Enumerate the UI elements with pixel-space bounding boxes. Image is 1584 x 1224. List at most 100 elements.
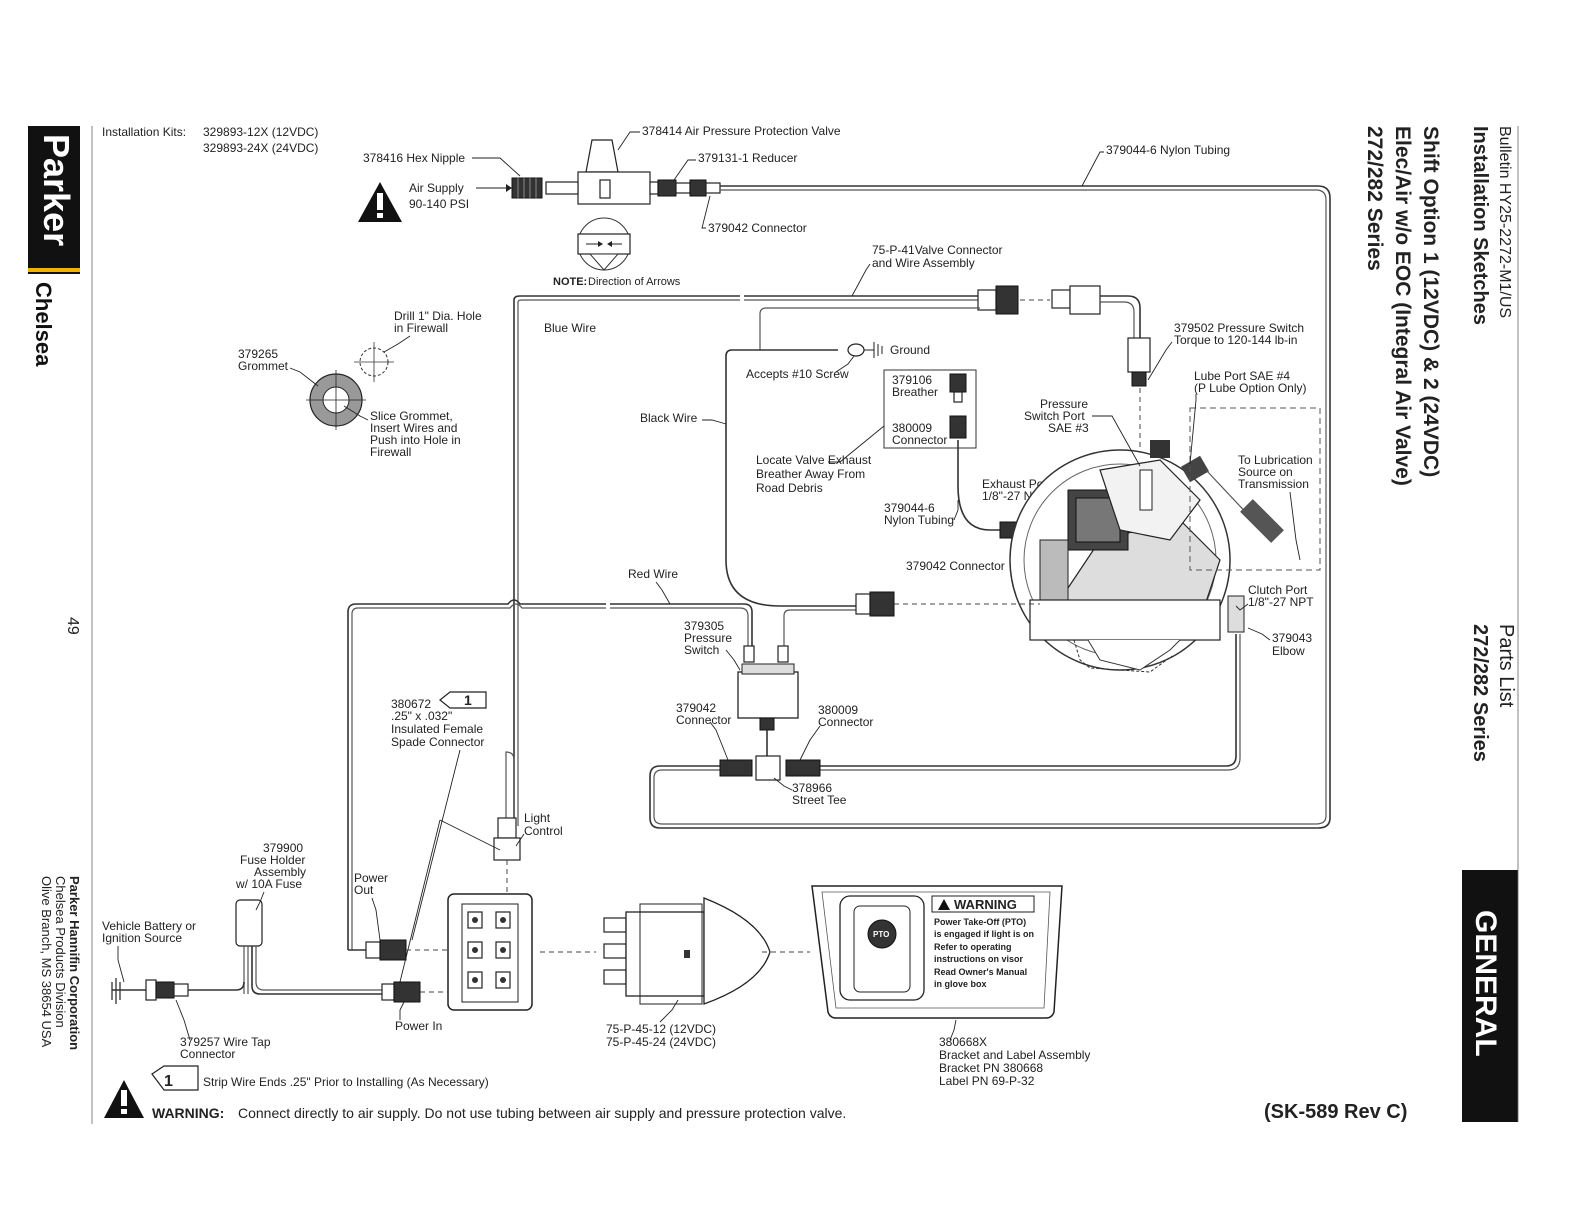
pto-unit: [1009, 440, 1284, 673]
bulletin: Bulletin HY25-2272-M1/US: [1496, 126, 1513, 318]
logo-text: Parker: [36, 134, 77, 246]
slice-label2: Insert Wires and: [370, 421, 457, 435]
breather-box: [883, 369, 977, 449]
ps379305-label1: 379305: [684, 619, 724, 633]
light-label1: Light: [524, 811, 551, 825]
kits-label: Installation Kits:: [102, 125, 186, 139]
connector-380009-low-label1: 380009: [818, 703, 858, 717]
valve-connector-plug: [977, 285, 1141, 338]
battery-terminal: [111, 978, 146, 1004]
connector-380009-label1: 380009: [892, 421, 932, 435]
power-out-connector: [348, 939, 458, 961]
kit-12v: 329893-12X (12VDC): [203, 125, 318, 139]
footer-warning-bold: WARNING:: [152, 1105, 224, 1121]
street-tee: [755, 755, 781, 781]
ps379305-label3: Switch: [684, 643, 719, 657]
parts-series: 272/282 Series: [1469, 624, 1491, 762]
ground-terminal: [847, 342, 883, 358]
valve-connector-label2: and Wire Assembly: [872, 256, 975, 270]
red-wire: [347, 599, 753, 950]
ground-label: Ground: [890, 343, 930, 357]
warning-triangle-bottom: [104, 1080, 144, 1118]
clutch-tubing: [820, 634, 1237, 767]
strip-tag-number: 1: [164, 1073, 173, 1090]
ps-port-label3: SAE #3: [1048, 421, 1089, 435]
power-out-label1: Power: [354, 871, 388, 885]
connector-380009-low-label2: Connector: [818, 715, 873, 729]
rocker-switch-side: [603, 897, 771, 1005]
footer-warning-text: Connect directly to air supply. Do not u…: [238, 1105, 846, 1121]
battery-label1: Vehicle Battery or: [102, 919, 196, 933]
blue-wire-label: Blue Wire: [544, 321, 596, 335]
elbow-label1: 379043: [1272, 631, 1312, 645]
rocker-switch-back: [447, 893, 533, 1011]
pressure-switch-379305: [737, 645, 799, 756]
bracket-label1: 380668X: [939, 1035, 987, 1049]
exhaust-tubing: [957, 485, 1000, 531]
title-line2: Elec/Air w/o EOC (Integral Air Valve): [1391, 126, 1414, 486]
drill-label1: Drill 1" Dia. Hole: [394, 309, 482, 323]
note-label: NOTE:: [553, 276, 587, 288]
bracket-label4: Label PN 69-P-32: [939, 1074, 1035, 1088]
switch-label1: 75-P-45-12 (12VDC): [606, 1022, 716, 1036]
connector-379042-low-label2: Connector: [676, 713, 731, 727]
fuse-label2: Fuse Holder: [240, 853, 305, 867]
warning-line4: instructions on visor: [934, 954, 1024, 964]
ps379502-label1: 379502 Pressure Switch: [1174, 321, 1304, 335]
nylon-mid-label1: 379044-6: [884, 501, 935, 515]
valve-connector-label1: 75-P-41Valve Connector: [872, 243, 1003, 257]
corp-address-line: Olive Branch, MS 38654 USA: [39, 876, 54, 1048]
fuse-label4: w/ 10A Fuse: [235, 877, 302, 891]
breather-part: [949, 373, 967, 486]
corp-division: Chelsea Products Division: [53, 876, 68, 1028]
parts-list: Parts List: [1495, 624, 1517, 708]
spade-label1: 380672: [391, 697, 431, 711]
tee-label1: 378966: [792, 781, 832, 795]
warning-triangle-top: [358, 182, 402, 222]
title-line3: 272/282 Series: [1363, 126, 1386, 271]
clutch-port-label1: Clutch Port: [1248, 583, 1308, 597]
grommet-label1: 379265: [238, 347, 278, 361]
strip-callout-tag: [151, 1065, 199, 1091]
connector-mid-label: 379042 Connector: [906, 559, 1005, 573]
switch-label2: 75-P-45-24 (24VDC): [606, 1035, 716, 1049]
breather-label2: Breather: [892, 385, 938, 399]
nylon-tubing-top-label: 379044-6 Nylon Tubing: [1106, 143, 1230, 157]
right-header: Bulletin HY25-2272-M1/US Installation Sk…: [1363, 126, 1519, 1122]
kit-24v: 329893-24X (24VDC): [203, 141, 318, 155]
general-tab-text: GENERAL: [1469, 910, 1502, 1057]
warning-label-title: WARNING: [954, 897, 1017, 912]
connector-380009-low: [785, 759, 821, 777]
red-wire-label: Red Wire: [628, 567, 678, 581]
light-label2: Control: [524, 824, 563, 838]
parker-logo: Parker Chelsea: [28, 126, 80, 367]
connector-379042-low-label1: 379042: [676, 701, 716, 715]
connector-379042-low: [719, 759, 753, 777]
slice-label3: Push into Hole in: [370, 433, 461, 447]
note-text: Direction of Arrows: [588, 276, 681, 288]
firewall-hole: [354, 342, 394, 382]
screw-label: Accepts #10 Screw: [746, 367, 849, 381]
wire-tap-connector: [145, 979, 245, 1001]
reducer-label: 379131-1 Reducer: [698, 151, 797, 165]
black-wire-label: Black Wire: [640, 411, 698, 425]
power-in-connector: [381, 981, 458, 1003]
pto-button-text: PTO: [873, 930, 889, 939]
power-out-label2: Out: [354, 883, 374, 897]
connector-top-label: 379042 Connector: [708, 221, 807, 235]
air-supply-label: Air Supply: [409, 181, 464, 195]
warning-label: [931, 895, 1035, 913]
warning-line5: Read Owner's Manual: [934, 967, 1027, 977]
lube-label1: Lube Port SAE #4: [1194, 369, 1290, 383]
warning-line6: in glove box: [934, 979, 987, 989]
grommet-label2: Grommet: [238, 359, 289, 373]
lube-source-label2: Source on: [1238, 465, 1293, 479]
lube-source-label1: To Lubrication: [1238, 453, 1313, 467]
bracket-assembly: [811, 885, 1063, 1019]
general-tab: [1462, 870, 1518, 1122]
hex-nipple-label: 378416 Hex Nipple: [363, 151, 465, 165]
clutch-port-label2: 1/8"-27 NPT: [1248, 595, 1314, 609]
exhaust-label1: Exhaust Port: [982, 477, 1051, 491]
lube-port-box: [1189, 407, 1321, 571]
